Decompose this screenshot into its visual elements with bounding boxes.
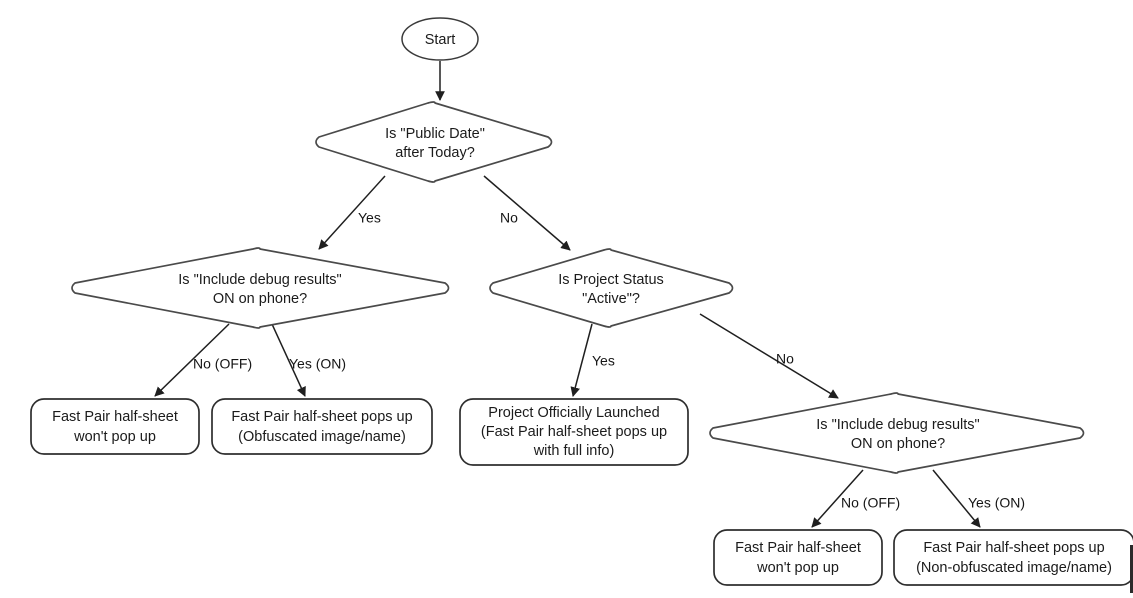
decision-debug-left-diamond[interactable] (71, 247, 450, 329)
edge-label-project-status-yes: Yes (592, 353, 615, 369)
terminal-left-on-line1: Fast Pair half-sheet pops up (231, 409, 412, 425)
terminal-launched-line1: Project Officially Launched (488, 405, 659, 421)
edge-project-status-no (699, 313, 839, 399)
start-ellipse[interactable] (401, 17, 479, 61)
edges-layer: Yes No No (OFF) Yes (ON) Yes No No (OFF)… (154, 61, 1025, 528)
node-terminal-launched[interactable]: Project Officially Launched (Fast Pair h… (459, 398, 689, 466)
decision-debug-right-diamond[interactable] (709, 392, 1085, 474)
terminal-right-off-box[interactable] (713, 529, 883, 586)
node-decision-debug-left[interactable]: Is "Include debug results" ON on phone? (71, 247, 450, 329)
terminal-right-on-line1: Fast Pair half-sheet pops up (923, 540, 1104, 556)
edge-public-date-no (483, 175, 571, 251)
node-decision-project-status[interactable]: Is Project Status "Active"? (489, 248, 734, 328)
right-edge-marker (1130, 545, 1133, 593)
decision-debug-right-line1: Is "Include debug results" (816, 417, 979, 433)
terminal-right-on-box[interactable] (893, 529, 1133, 586)
decision-project-status-line1: Is Project Status (558, 272, 664, 288)
terminal-launched-line3: with full info) (533, 443, 615, 459)
terminal-right-off-line2: won't pop up (756, 560, 839, 576)
terminal-left-off-line1: Fast Pair half-sheet (52, 409, 178, 425)
terminal-left-on-line2: (Obfuscated image/name) (238, 429, 406, 445)
node-decision-debug-right[interactable]: Is "Include debug results" ON on phone? (709, 392, 1085, 474)
edge-debug-left-off (154, 323, 230, 397)
edge-debug-right-on (932, 469, 981, 528)
edge-debug-left-on (271, 323, 306, 397)
decision-public-date-line2: after Today? (395, 145, 475, 161)
edge-label-public-date-yes: Yes (358, 210, 381, 226)
terminal-right-on-line2: (Non-obfuscated image/name) (916, 560, 1112, 576)
node-terminal-left-off[interactable]: Fast Pair half-sheet won't pop up (30, 398, 200, 455)
terminal-right-off-line1: Fast Pair half-sheet (735, 540, 861, 556)
decision-project-status-diamond[interactable] (489, 248, 734, 328)
edge-label-project-status-no: No (776, 351, 794, 367)
nodes-layer: Start Is "Public Date" after Today? Is "… (30, 17, 1133, 586)
edge-label-debug-right-off: No (OFF) (841, 495, 900, 511)
edge-label-debug-right-on: Yes (ON) (968, 495, 1025, 511)
decision-debug-left-line2: ON on phone? (213, 291, 307, 307)
node-terminal-right-on[interactable]: Fast Pair half-sheet pops up (Non-obfusc… (893, 529, 1133, 586)
edge-label-debug-left-on: Yes (ON) (289, 356, 346, 372)
node-decision-public-date[interactable]: Is "Public Date" after Today? (315, 101, 553, 183)
edge-label-debug-left-off: No (OFF) (193, 356, 252, 372)
edge-public-date-yes (318, 175, 386, 250)
terminal-launched-box[interactable] (459, 398, 689, 466)
node-terminal-right-off[interactable]: Fast Pair half-sheet won't pop up (713, 529, 883, 586)
node-start[interactable]: Start (401, 17, 479, 61)
edge-debug-right-off (811, 469, 864, 528)
decision-public-date-diamond[interactable] (315, 101, 553, 183)
node-terminal-left-on[interactable]: Fast Pair half-sheet pops up (Obfuscated… (211, 398, 433, 455)
edge-project-status-yes (570, 323, 593, 397)
edge-label-public-date-no: No (500, 210, 518, 226)
decision-debug-left-line1: Is "Include debug results" (178, 272, 341, 288)
decision-public-date-line1: Is "Public Date" (385, 126, 485, 142)
terminal-left-off-line2: won't pop up (73, 429, 156, 445)
terminal-left-off-box[interactable] (30, 398, 200, 455)
start-label: Start (425, 32, 456, 48)
decision-project-status-line2: "Active"? (582, 291, 640, 307)
terminal-left-on-box[interactable] (211, 398, 433, 455)
decision-debug-right-line2: ON on phone? (851, 436, 945, 452)
terminal-launched-line2: (Fast Pair half-sheet pops up (481, 424, 667, 440)
